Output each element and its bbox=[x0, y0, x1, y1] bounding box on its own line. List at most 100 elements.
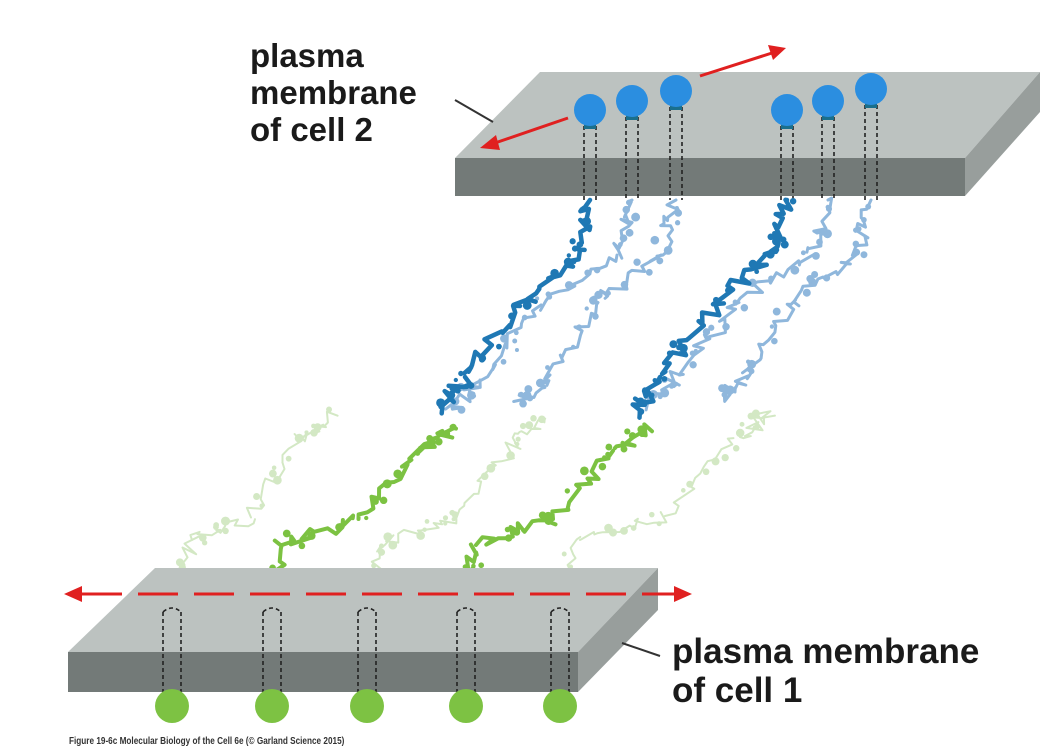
protein-knot bbox=[504, 526, 511, 533]
protein-knot bbox=[711, 457, 720, 466]
protein-knot bbox=[515, 441, 520, 447]
protein-knot bbox=[518, 391, 525, 398]
protein-knot bbox=[766, 250, 775, 259]
protein-knot bbox=[500, 334, 509, 343]
protein-segment bbox=[385, 518, 458, 544]
cadherin-cell-1-pale bbox=[362, 415, 547, 601]
protein-segment bbox=[659, 303, 722, 377]
protein-knot bbox=[754, 423, 760, 430]
tm-cap bbox=[550, 607, 570, 613]
bead-icon bbox=[812, 85, 844, 117]
protein-knot bbox=[259, 503, 264, 508]
protein-knot bbox=[416, 531, 425, 540]
protein-knot bbox=[273, 475, 282, 485]
protein-knot bbox=[451, 516, 456, 522]
arrowhead-left-icon bbox=[64, 586, 82, 602]
protein-knot bbox=[435, 437, 443, 446]
figure-caption: Figure 19-6c Molecular Biology of the Ce… bbox=[69, 736, 345, 747]
protein-knot bbox=[285, 455, 292, 462]
protein-knot bbox=[569, 238, 576, 245]
protein-segment bbox=[579, 511, 668, 541]
protein-knot bbox=[378, 543, 384, 549]
arrowhead-right-icon bbox=[768, 45, 786, 60]
protein-knot bbox=[379, 496, 388, 505]
protein-segment bbox=[416, 424, 458, 454]
protein-knot bbox=[522, 390, 532, 400]
protein-knot bbox=[514, 348, 519, 353]
protein-knot bbox=[740, 303, 749, 312]
bead-icon bbox=[155, 689, 189, 723]
protein-knot bbox=[545, 365, 550, 370]
membrane-cell-1-side bbox=[578, 568, 658, 692]
protein-knot bbox=[561, 551, 567, 557]
cytoplasmic-beads-cell-2 bbox=[574, 73, 887, 129]
protein-knot bbox=[771, 337, 778, 345]
protein-knot bbox=[816, 238, 823, 246]
protein-knot bbox=[563, 257, 573, 267]
protein-knot bbox=[268, 469, 277, 478]
protein-knot bbox=[568, 564, 574, 569]
protein-knot bbox=[427, 438, 436, 447]
protein-knot bbox=[649, 392, 655, 398]
protein-knot bbox=[524, 385, 533, 394]
protein-knot bbox=[620, 280, 629, 289]
cadherin-cell-2-dark bbox=[436, 197, 593, 416]
protein-knot bbox=[509, 312, 516, 319]
protein-knot bbox=[860, 251, 868, 259]
bead-icon bbox=[543, 689, 577, 723]
protein-knot bbox=[584, 269, 591, 276]
membrane-cell-2-front bbox=[455, 158, 965, 196]
protein-knot bbox=[820, 230, 826, 236]
protein-knot bbox=[725, 287, 731, 294]
protein-knot bbox=[513, 330, 519, 336]
tm-cap bbox=[262, 607, 282, 613]
protein-knot bbox=[712, 296, 720, 303]
protein-knot bbox=[666, 350, 673, 356]
protein-segment bbox=[471, 303, 543, 387]
protein-knot bbox=[608, 528, 618, 537]
protein-segment bbox=[550, 448, 616, 521]
protein-knot bbox=[702, 328, 711, 336]
protein-knot bbox=[393, 469, 402, 479]
cadherin-cell-2-light bbox=[512, 198, 683, 408]
protein-knot bbox=[422, 527, 427, 532]
protein-knot bbox=[298, 542, 306, 550]
protein-knot bbox=[754, 269, 760, 275]
protein-knot bbox=[823, 274, 831, 282]
label-line: of cell 2 bbox=[250, 110, 373, 148]
protein-knot bbox=[377, 548, 386, 556]
protein-knot bbox=[598, 462, 607, 471]
protein-segment bbox=[599, 253, 663, 300]
protein-knot bbox=[213, 524, 219, 530]
protein-knot bbox=[253, 492, 261, 500]
protein-knot bbox=[546, 294, 553, 300]
protein-knot bbox=[551, 272, 558, 279]
protein-knot bbox=[689, 361, 697, 369]
protein-knot bbox=[198, 533, 207, 542]
protein-knot bbox=[620, 445, 628, 453]
protein-knot bbox=[721, 453, 729, 462]
protein-knot bbox=[307, 531, 316, 540]
protein-knot bbox=[625, 228, 634, 237]
protein-knot bbox=[748, 259, 758, 269]
protein-knot bbox=[620, 526, 628, 535]
protein-knot bbox=[449, 423, 457, 431]
protein-knot bbox=[693, 348, 698, 353]
protein-knot bbox=[519, 399, 527, 408]
protein-knot bbox=[625, 199, 632, 206]
protein-knot bbox=[640, 428, 647, 435]
bead-icon bbox=[574, 94, 606, 126]
protein-knot bbox=[852, 240, 860, 248]
protein-knot bbox=[780, 236, 787, 243]
protein-knot bbox=[605, 290, 611, 296]
protein-knot bbox=[339, 525, 344, 530]
protein-knot bbox=[383, 532, 393, 542]
protein-knot bbox=[806, 274, 814, 283]
bead-icon bbox=[855, 73, 887, 105]
protein-knot bbox=[480, 472, 489, 481]
movement-arrows-cell-2 bbox=[480, 45, 786, 150]
protein-knot bbox=[201, 540, 208, 546]
protein-segment bbox=[543, 301, 600, 381]
protein-knot bbox=[631, 212, 641, 222]
protein-knot bbox=[436, 398, 446, 408]
